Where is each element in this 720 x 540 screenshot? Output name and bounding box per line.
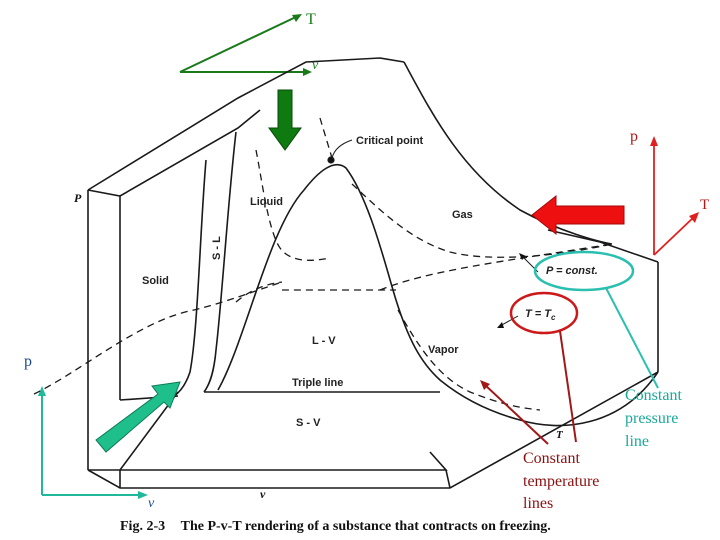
dome-curve: [217, 163, 659, 427]
surface-v-axis-label: v: [260, 487, 266, 501]
gas-isotherm-right: [379, 243, 613, 291]
surface-base-left-inner: [88, 391, 179, 471]
t-tc-pointer: [499, 315, 519, 327]
solid-block-back-edge: [87, 57, 405, 191]
triple-line-label: Triple line: [292, 377, 343, 389]
right-axis-t-arrowhead: [689, 212, 699, 223]
left-axis-p-label: p: [24, 353, 32, 370]
surface-p-axis-label: P: [74, 191, 82, 205]
constant-temperature-annotation: Constant temperature lines: [523, 450, 599, 512]
s-v-label: S - V: [296, 417, 321, 429]
p-const-highlight: [533, 250, 635, 292]
dashed-lines: [33, 117, 613, 411]
critical-isotherm-right: [351, 183, 613, 258]
constant-pressure-line-3: line: [625, 433, 649, 450]
p-const-label: P = const.: [546, 265, 598, 277]
pvt-surface: [33, 57, 659, 489]
constant-temperature-line-3: lines: [523, 495, 553, 512]
green-down-arrow: [268, 89, 302, 151]
top-axis-v-arrowhead: [303, 68, 312, 76]
solid-label: Solid: [142, 275, 169, 287]
block-arrows: [95, 89, 625, 453]
figure-caption-prefix: Fig. 2-3: [120, 519, 165, 534]
surface-labels: Critical point Liquid Gas Solid S - L L …: [74, 135, 598, 501]
liquid-inner-dash: [235, 281, 283, 303]
constant-pressure-line-2: pressure: [625, 410, 678, 427]
left-axis-p-arrowhead: [38, 386, 46, 396]
right-axis-p-label: p: [630, 128, 638, 145]
surface-base-floor: [120, 451, 448, 471]
surface-t-axis-label: T: [556, 429, 564, 441]
solid-liquid-right: [203, 131, 237, 393]
critical-point-dot: [327, 156, 335, 164]
constant-pressure-annotation: Constant pressure line: [625, 387, 682, 450]
surface-base-front: [87, 371, 659, 489]
gas-label: Gas: [452, 209, 473, 221]
t-tc-subscript: c: [551, 313, 556, 322]
critical-point-pointer: [331, 139, 353, 159]
constant-pressure-line-1: Constant: [625, 387, 682, 404]
teal-diagonal-arrow: [95, 381, 181, 453]
top-axis-t-arrowhead: [292, 14, 302, 22]
liquid-label: Liquid: [250, 196, 283, 208]
left-axes: p v: [24, 353, 155, 511]
solid-liquid-left: [173, 159, 207, 397]
s-l-label: S - L: [211, 236, 223, 260]
surface-base-rim: [445, 469, 451, 489]
constant-temperature-arrowhead: [480, 380, 490, 390]
vapor-label: Vapor: [428, 344, 459, 356]
vapor-isotherm-lower: [397, 309, 541, 411]
constant-temperature-line-2: temperature: [523, 473, 599, 490]
right-axis-p-arrowhead: [650, 136, 658, 146]
t-tc-label: T = Tc: [525, 308, 556, 322]
solid-block-top-face: [87, 109, 261, 197]
isobar-left: [33, 281, 283, 395]
figure-caption-text: The P-v-T rendering of a substance that …: [181, 519, 551, 534]
constant-temperature-pointer-1: [559, 330, 577, 443]
left-axis-v-label: v: [148, 496, 155, 511]
right-axes: p T: [630, 128, 709, 256]
t-tc-main: T = T: [525, 308, 552, 320]
top-axis-t: [179, 15, 299, 73]
top-axis-t-label: T: [306, 11, 316, 28]
red-left-arrow: [531, 194, 625, 236]
constant-temperature-line-1: Constant: [523, 450, 580, 467]
right-axis-t: [653, 216, 695, 256]
gas-boundary-curve: [403, 61, 613, 245]
t-tc-highlight: [509, 291, 579, 335]
p-const-pointer-head: [519, 253, 526, 260]
constant-pressure-pointer: [605, 287, 659, 389]
constant-temperature-pointer-2: [483, 383, 549, 445]
critical-point-label: Critical point: [356, 135, 424, 147]
critical-isotherm-vertical: [319, 117, 333, 159]
surface-right-top: [547, 229, 659, 263]
t-tc-pointer-head: [497, 322, 504, 328]
l-v-label: L - V: [312, 335, 336, 347]
top-axis-v-label: v: [312, 58, 319, 73]
liquid-isotherm: [255, 149, 331, 261]
right-axis-t-label: T: [700, 197, 709, 213]
figure-caption: Fig. 2-3 The P-v-T rendering of a substa…: [120, 519, 551, 534]
left-axis-v-arrowhead: [138, 491, 148, 499]
